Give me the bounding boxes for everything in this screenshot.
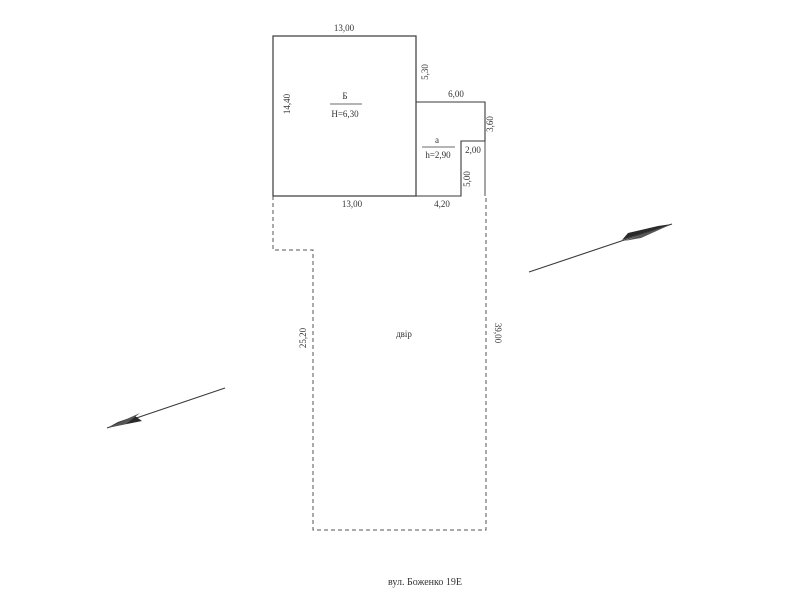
direction-arrow-sw-icon	[106, 387, 226, 429]
building-a-dim-right-inner: 2,00	[465, 145, 481, 155]
yard-dim-right: 39,00	[493, 323, 503, 344]
building-a-dim-right-top: 3,60	[485, 116, 495, 132]
building-b-height: Н=6,30	[331, 109, 359, 119]
building-b-letter: Б	[342, 91, 347, 101]
building-a-dim-right-lower: 5,00	[462, 171, 472, 187]
street-address: вул. Боженко 19Е	[388, 577, 462, 588]
building-a-letter: а	[435, 135, 439, 145]
building-a-dim-top: 6,00	[448, 89, 464, 99]
building-b-dim-top: 13,00	[334, 23, 355, 33]
building-b-dim-right: 5,30	[420, 64, 430, 80]
building-b-outline	[272, 35, 417, 197]
building-a-dim-bottom: 4,20	[434, 199, 450, 209]
yard-dim-left: 25,20	[298, 327, 308, 348]
building-a-outline	[416, 101, 486, 197]
building-b-dim-left: 14,40	[282, 93, 292, 114]
direction-arrow-ne-icon	[528, 223, 673, 273]
building-a-height: h=2,90	[425, 150, 451, 160]
building-b-dim-bottom: 13,00	[342, 199, 363, 209]
yard-outline	[272, 196, 487, 531]
yard-label: двір	[396, 329, 412, 339]
